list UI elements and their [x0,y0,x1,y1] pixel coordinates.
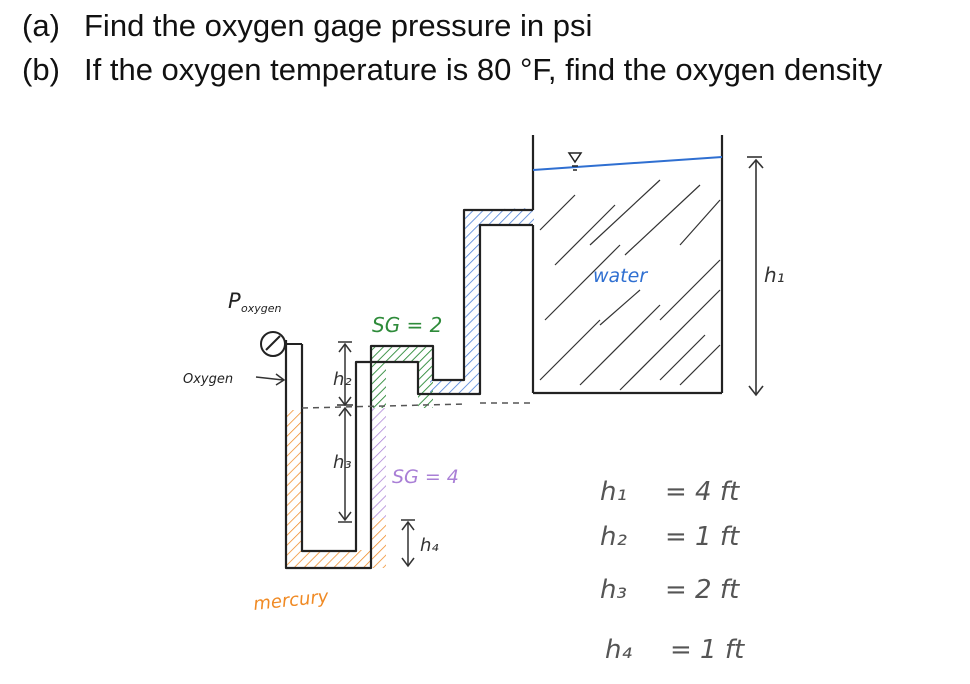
h2-label: h₂ [333,369,352,390]
h4-label: h₄ [420,535,439,556]
mercury-label: mercury [252,586,329,615]
water-hatching [539,179,721,391]
reference-line-oxygen [301,403,467,409]
given-values: h₁ = 4 ft h₂ = 1 ft h₃ = 2 ft h₄ = 1 ft [600,477,745,665]
pipe-outline [284,135,724,570]
question-text: If the oxygen temperature is 80 °F, find… [84,52,883,87]
question-text: Find the oxygen gage pressure in psi [84,8,593,43]
h1-dimension-arrow [747,156,764,397]
question-a: (a) Find the oxygen gage pressure in psi [22,8,592,44]
sg-green-label: SG = 2 [372,313,442,337]
question-b: (b) If the oxygen temperature is 80 °F, f… [22,52,882,88]
p-oxygen-subscript: oxygen [241,302,281,315]
h2-h3-dimension-arrows [337,341,353,523]
question-number: (a) [22,8,60,43]
given-h4-symbol: h₄ [605,635,632,665]
given-h4-value: = 1 ft [670,635,745,665]
given-h2-symbol: h₂ [600,522,627,552]
blue-fluid [430,208,534,394]
h1-label: h₁ [764,263,785,287]
oxygen-pointer-arrow [255,373,286,386]
water-surface [532,156,723,171]
purple-fluid [371,408,386,518]
given-h3-value: = 2 ft [665,575,740,605]
free-surface-symbol [567,152,583,171]
h4-dimension-arrow [401,519,415,568]
given-h2-value: = 1 ft [665,522,740,552]
green-fluid [371,346,433,408]
p-oxygen-label: P [228,289,241,313]
sg-purple-label: SG = 4 [392,466,459,488]
h3-label: h₃ [333,452,352,473]
pressure-gauge-icon [260,331,302,357]
given-h1-value: = 4 ft [665,477,740,507]
mercury-fluid [286,410,386,568]
given-h3-symbol: h₃ [600,575,627,605]
question-number: (b) [22,52,60,87]
water-label: water [593,265,648,287]
given-h1-symbol: h₁ [600,477,627,507]
oxygen-label: Oxygen [183,372,233,387]
